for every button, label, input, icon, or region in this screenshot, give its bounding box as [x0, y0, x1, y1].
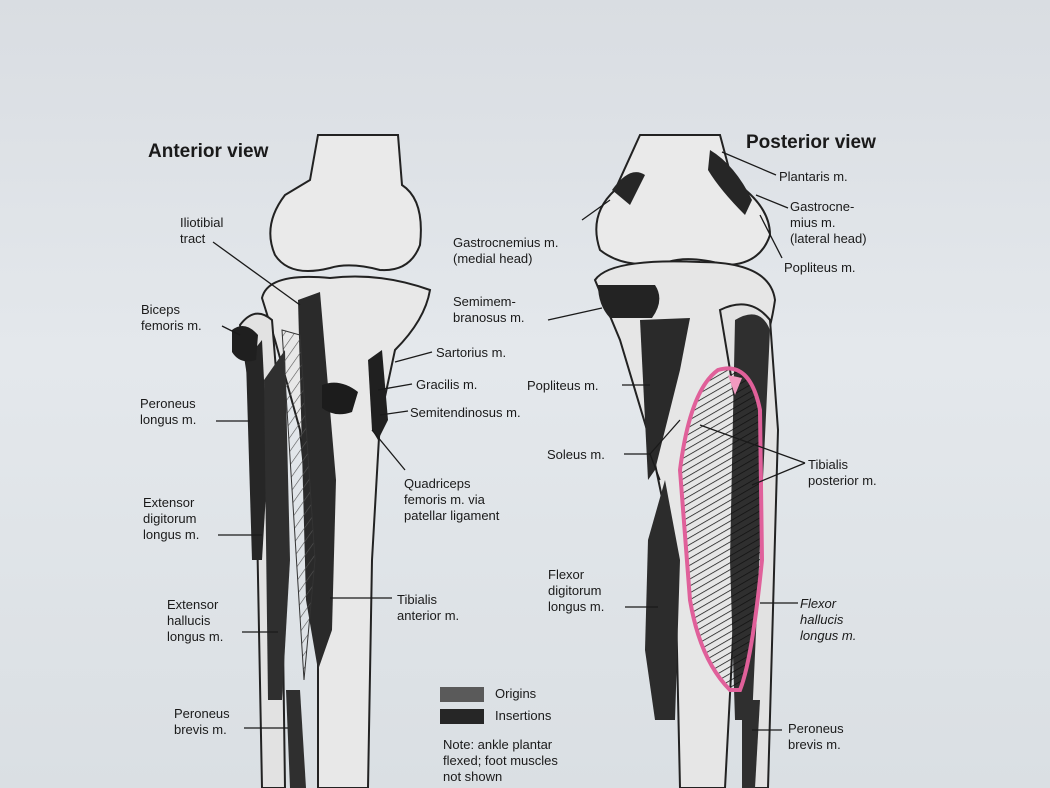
label-peroneus-brevis-posterior: Peroneus brevis m. [788, 721, 844, 752]
legend-origins-label: Origins [495, 686, 537, 701]
label-gastrocnemius-medial: Gastrocnemius m. (medial head) [453, 235, 559, 266]
label-plantaris: Plantaris m. [779, 169, 848, 184]
label-gastrocnemius-lateral: Gastrocne- mius m. (lateral head) [790, 199, 867, 246]
label-soleus: Soleus m. [547, 447, 605, 462]
label-popliteus-mid: Popliteus m. [527, 378, 599, 393]
anterior-peroneus-longus-mark [246, 340, 268, 560]
label-gracilis: Gracilis m. [416, 377, 478, 392]
anterior-quadriceps-insertion [322, 382, 358, 415]
legend-insertions-swatch [440, 709, 484, 724]
posterior-semimembranosus-mark [598, 285, 660, 318]
label-extensor-hallucis: Extensor hallucis longus m. [167, 597, 224, 644]
posterior-leg-illustration [593, 134, 780, 788]
label-tibialis-posterior: Tibialis posterior m. [808, 457, 877, 488]
posterior-soleus-mark [645, 480, 680, 720]
label-tibialis-anterior: Tibialis anterior m. [397, 592, 460, 623]
label-peroneus-brevis-anterior: Peroneus brevis m. [174, 706, 230, 737]
label-biceps-femoris: Biceps femoris m. [141, 302, 202, 333]
label-sartorius: Sartorius m. [436, 345, 507, 360]
anterior-peroneus-brevis-mark [286, 690, 306, 788]
anterior-femur [269, 134, 422, 272]
label-iliotibial-tract: Iliotibial tract [180, 215, 224, 246]
posterior-tibialis-spot [728, 375, 742, 395]
leader-lines [212, 151, 806, 731]
posterior-view-heading: Posterior view [746, 132, 876, 153]
label-extensor-digitorum: Extensor digitorum longus m. [143, 495, 200, 542]
legend-origins-swatch [440, 687, 484, 702]
posterior-tibialis-highlight [677, 366, 765, 692]
posterior-gastroc-medial-mark [612, 172, 645, 205]
anterior-extensor-hallucis-mark [281, 329, 316, 681]
label-popliteus-top: Popliteus m. [784, 260, 856, 275]
posterior-peroneus-brevis-mark [742, 700, 760, 788]
posterior-gastroc-lateral-mark [708, 150, 752, 215]
label-quadriceps-femoris: Quadriceps femoris m. via patellar ligam… [404, 476, 500, 523]
anterior-pes-insertion [368, 350, 388, 440]
legend-insertions-label: Insertions [495, 708, 552, 723]
label-flexor-digitorum: Flexor digitorum longus m. [548, 567, 605, 614]
label-semimembranosus: Semimem- branosus m. [453, 294, 525, 325]
label-flexor-hallucis: Flexor hallucis longus m. [800, 596, 857, 643]
anterior-extensor-digitorum-mark [264, 350, 290, 700]
posterior-popliteus-mark [640, 318, 690, 480]
label-peroneus-longus: Peroneus longus m. [140, 396, 197, 427]
legend-note: Note: ankle plantar flexed; foot muscles… [443, 737, 558, 784]
anterior-leg-illustration [232, 134, 432, 788]
label-semitendinosus: Semitendinosus m. [410, 405, 521, 420]
anterior-view-heading: Anterior view [148, 141, 269, 162]
anterior-biceps-insertion [232, 326, 258, 362]
